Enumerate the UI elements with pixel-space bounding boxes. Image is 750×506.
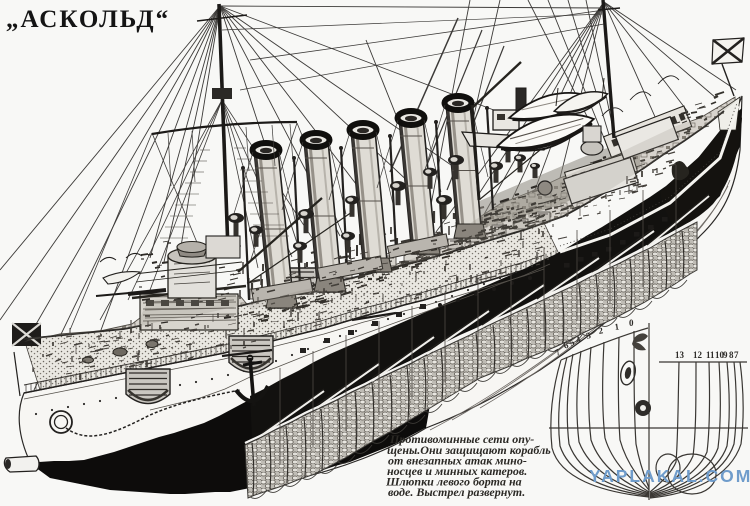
svg-text:5: 5 bbox=[568, 337, 577, 348]
svg-text:10: 10 bbox=[715, 350, 725, 360]
svg-text:3: 3 bbox=[585, 330, 592, 341]
svg-text:Противоминные сети опу-: Противоминные сети опу- bbox=[389, 432, 534, 446]
svg-text:12: 12 bbox=[693, 350, 703, 360]
svg-text:1: 1 bbox=[614, 321, 620, 332]
svg-text:6: 6 bbox=[562, 340, 571, 351]
svg-text:от внезапных атак мино-: от внезапных атак мино- bbox=[388, 454, 527, 468]
svg-text:носцев и минных катеров.: носцев и минных катеров. bbox=[387, 464, 527, 478]
svg-text:7: 7 bbox=[553, 347, 562, 358]
svg-text:9: 9 bbox=[723, 350, 728, 360]
svg-text:7: 7 bbox=[734, 350, 739, 360]
svg-text:8: 8 bbox=[729, 350, 734, 360]
svg-text:„АСКОЛЬД“: „АСКОЛЬД“ bbox=[6, 6, 170, 33]
svg-text:13: 13 bbox=[675, 350, 685, 360]
svg-text:щены.Они защищают корабль: щены.Они защищают корабль bbox=[387, 443, 551, 457]
svg-text:11: 11 bbox=[706, 350, 715, 360]
svg-text:YAPLAKAL.COM: YAPLAKAL.COM bbox=[589, 466, 750, 486]
svg-text:2: 2 bbox=[598, 325, 605, 336]
svg-text:0: 0 bbox=[629, 318, 634, 328]
svg-text:4: 4 bbox=[574, 334, 582, 345]
svg-text:Шлюпки левого борта на: Шлюпки левого борта на bbox=[385, 475, 522, 489]
svg-text:воде. Выстрел развернут.: воде. Выстрел развернут. bbox=[388, 485, 525, 499]
